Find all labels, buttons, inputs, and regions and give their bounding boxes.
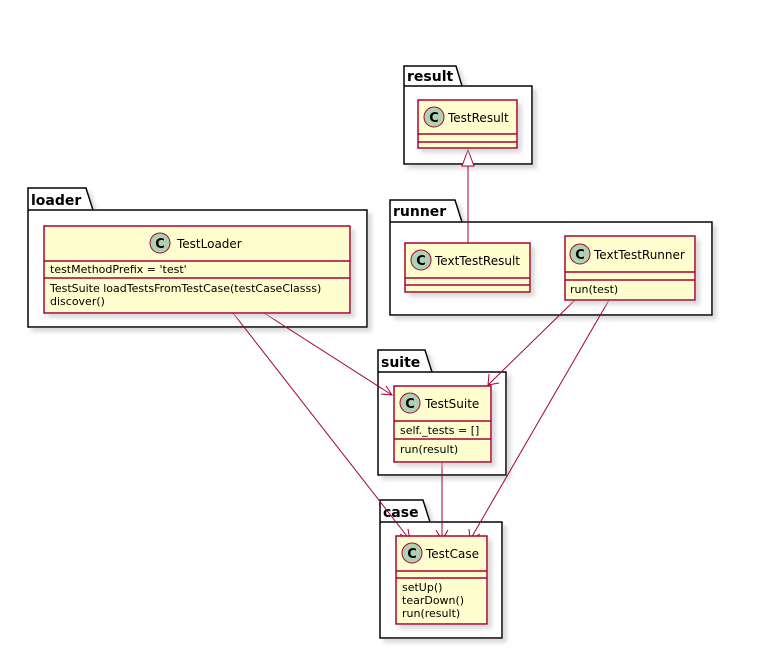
class-method: tearDown() (402, 594, 464, 607)
class-stereotype-icon (410, 249, 432, 271)
class-attribute: testMethodPrefix = 'test' (50, 263, 187, 276)
class-stereotype-letter: C (407, 547, 417, 562)
class-texttestrunner: C TextTestRunner run(test) (564, 235, 696, 301)
class-method: setUp() (402, 581, 442, 594)
class-stereotype-letter: C (405, 397, 415, 412)
relation-testloader-testsuite (263, 312, 393, 396)
class-method: run(test) (570, 283, 618, 296)
relation-texttestrunner-testsuite (487, 299, 576, 386)
class-name-testloader: TestLoader (176, 237, 242, 251)
package-label-loader: loader (31, 193, 81, 209)
class-method: run(result) (400, 443, 458, 456)
class-stereotype-icon (423, 106, 445, 128)
package-label-result: result (407, 69, 453, 85)
class-stereotype-icon (149, 232, 171, 254)
class-testcase: C TestCase setUp() tearDown() run(result… (395, 535, 488, 625)
class-stereotype-icon (399, 392, 421, 414)
class-stereotype-letter: C (429, 111, 439, 126)
class-name-testcase: TestCase (425, 547, 479, 561)
class-name-testsuite: TestSuite (424, 397, 479, 411)
relation-texttestrunner-testcase (469, 299, 610, 541)
class-name-texttestrunner: TextTestRunner (593, 248, 685, 262)
class-name-texttestresult: TextTestResult (434, 254, 520, 268)
package-label-runner: runner (393, 204, 446, 220)
class-testsuite: C TestSuite self._tests = [] run(result) (393, 385, 492, 463)
class-method: discover() (50, 295, 105, 308)
class-texttestresult: C TextTestResult (404, 242, 531, 293)
inheritance-arrowhead (461, 148, 475, 167)
class-attribute: self._tests = [] (400, 424, 479, 437)
relation-testloader-testcase (232, 312, 411, 541)
class-method: run(result) (402, 607, 460, 620)
class-stereotype-letter: C (416, 254, 426, 269)
class-testloader: C TestLoader testMethodPrefix = 'test' T… (43, 225, 351, 314)
class-testresult: C TestResult (417, 99, 518, 149)
class-stereotype-letter: C (155, 237, 165, 252)
class-stereotype-letter: C (575, 248, 585, 263)
dependency-arrowhead (487, 373, 500, 386)
class-stereotype-icon (569, 243, 591, 265)
dependency-arrowhead (380, 385, 393, 396)
class-name-testresult: TestResult (447, 111, 509, 125)
class-stereotype-icon (401, 542, 423, 564)
class-method: TestSuite loadTestsFromTestCase(testCase… (49, 282, 321, 295)
package-label-suite: suite (381, 355, 420, 371)
